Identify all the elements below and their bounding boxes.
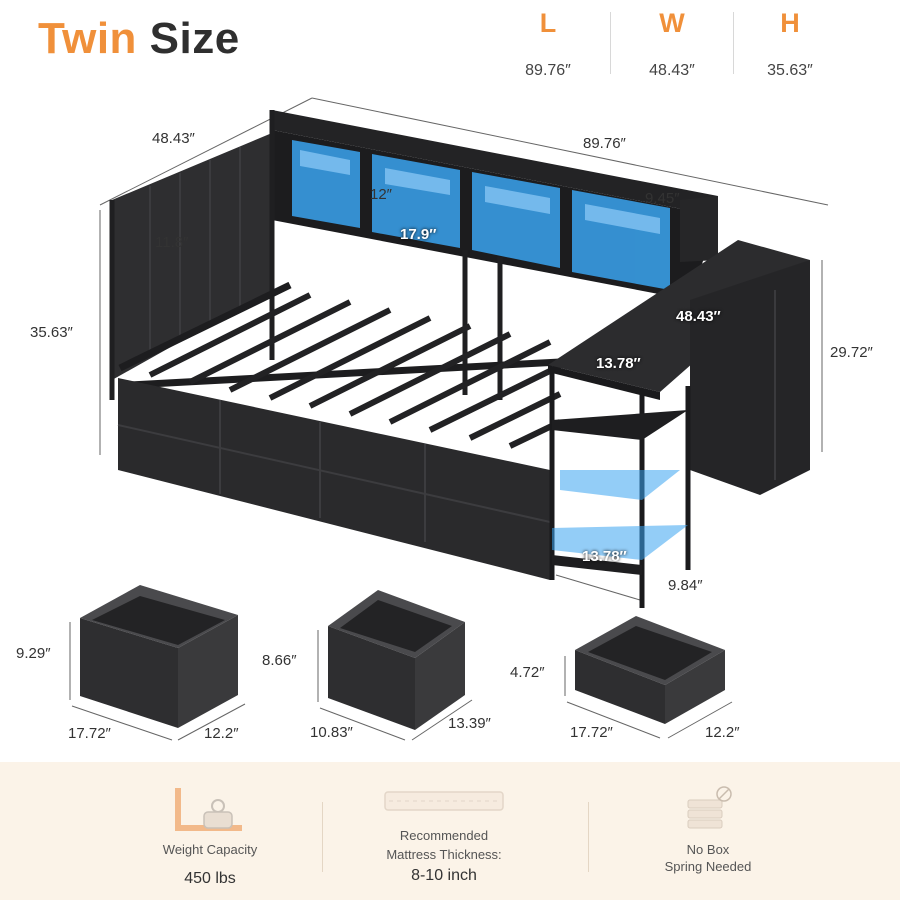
page-title: Twin Size [38, 14, 240, 64]
shelf-top-width-label: 13.78″ [596, 355, 641, 372]
mattress-thickness-value: 8-10 inch [411, 867, 477, 884]
height-value: 35.63″ [767, 62, 813, 79]
drawer-base [118, 378, 550, 580]
features-strip: Weight Capacity 450 lbs Recommended Matt… [0, 762, 900, 900]
cubby-width-label: 17.9″ [400, 226, 437, 243]
divider [733, 12, 734, 74]
title-size-label: Size [149, 14, 240, 63]
shelf-bottom-depth-label: 9.84″ [668, 577, 703, 594]
length-value: 89.76″ [525, 62, 571, 79]
frame-posts [109, 110, 503, 400]
top-width-label: 48.43″ [152, 130, 195, 147]
fabric-drawer-3 [575, 616, 725, 724]
no-box-caption-line2: Spring Needed [664, 859, 752, 874]
weight-capacity-value: 450 lbs [184, 870, 236, 887]
shelf-bottom-width-label: 13.78″ [582, 548, 627, 565]
desk-top [548, 240, 810, 392]
no-box-caption-line1: No Box [686, 842, 730, 857]
drawer-3-height: 4.72″ [510, 664, 545, 681]
width-spec: W 48.43″ [612, 8, 732, 80]
fabric-drawer-2 [328, 590, 465, 730]
drawer-1-depth: 12.2″ [204, 725, 239, 742]
desk-cabinet [690, 260, 810, 495]
width-value: 48.43″ [649, 62, 695, 79]
drawer-1-height: 9.29″ [16, 645, 51, 662]
fabric-drawer-1 [80, 585, 238, 728]
cubby-top [272, 110, 718, 216]
height-label: 35.63″ [30, 324, 73, 341]
height-letter: H [780, 8, 800, 38]
no-box-spring-icon [687, 786, 732, 829]
headboard-panel [112, 133, 272, 380]
desk-shelves [552, 410, 688, 575]
top-length-label: 89.76″ [583, 135, 626, 152]
drawer-2-depth: 13.39″ [448, 715, 491, 732]
mattress-icon [384, 791, 504, 811]
drawer-3-width: 17.72″ [570, 724, 613, 741]
mattress-caption-line2: Mattress Thickness: [386, 847, 502, 862]
drawer-2-height: 8.66″ [262, 652, 297, 669]
height-spec: H 35.63″ [730, 8, 850, 80]
title-size-word: Twin [38, 14, 137, 63]
bed-illustration [69, 97, 829, 741]
drawer-2-width: 10.83″ [310, 724, 353, 741]
length-spec: L 89.76″ [488, 8, 608, 80]
divider [322, 802, 323, 872]
shelf-depth-label: 9.45″ [645, 190, 680, 207]
feature-mattress-thickness: Recommended Mattress Thickness: 8-10 inc… [334, 762, 554, 900]
drawer-3-depth: 12.2″ [705, 724, 740, 741]
desk-height-label: 29.72″ [830, 344, 873, 361]
width-letter: W [659, 8, 685, 38]
feature-weight-capacity: Weight Capacity 450 lbs [100, 762, 320, 900]
weight-capacity-caption: Weight Capacity [162, 842, 258, 857]
desk-length-label: 48.43″ [676, 308, 721, 325]
drawer-1-width: 17.72″ [68, 725, 111, 742]
divider [588, 802, 589, 872]
divider [610, 12, 611, 74]
feature-no-box-spring: No Box Spring Needed [598, 762, 818, 900]
weight-icon [175, 788, 242, 831]
cubby-height-label: 12″ [370, 186, 392, 203]
mattress-caption-line1: Recommended [399, 828, 489, 843]
length-letter: L [539, 8, 557, 38]
headboard-panel-label: 11.8″ [155, 234, 189, 251]
